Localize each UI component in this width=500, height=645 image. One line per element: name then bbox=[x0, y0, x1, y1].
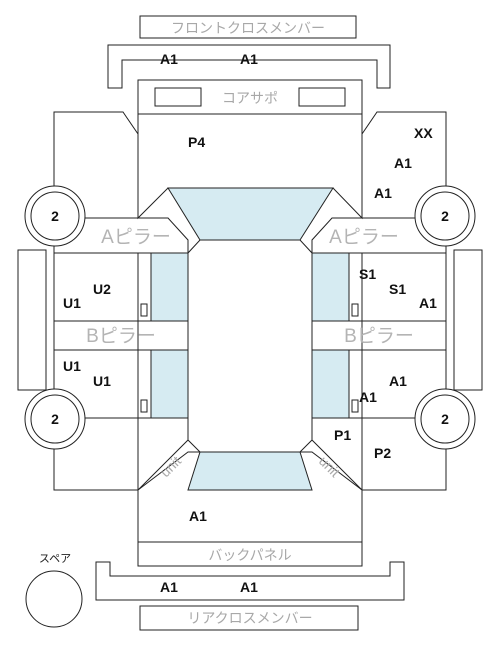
a-pillar-left-label: Aピラー bbox=[101, 227, 171, 248]
rear-left-wheel-inner bbox=[30, 394, 80, 444]
front-cross-right-code: A1 bbox=[240, 51, 258, 67]
rear-right-wheel-code: 2 bbox=[441, 411, 449, 427]
rear-cross-left-code: A1 bbox=[160, 579, 178, 595]
front-right-wheel-inner bbox=[420, 191, 470, 241]
rear-left-wheel-code: 2 bbox=[51, 411, 59, 427]
front-left-door-code-2: U1 bbox=[63, 295, 81, 311]
front-cross-left-code: A1 bbox=[160, 51, 178, 67]
rear-cross-member-label: リアクロスメンバー bbox=[187, 610, 312, 626]
rear-right-window[interactable] bbox=[311, 349, 350, 419]
spare-tire[interactable] bbox=[25, 570, 83, 628]
roof-part[interactable] bbox=[187, 239, 313, 453]
rear-right-handle bbox=[351, 399, 359, 413]
rear-window[interactable] bbox=[187, 451, 313, 491]
b-pillar-right-label: Bピラー bbox=[344, 326, 414, 347]
front-right-door-code-3: A1 bbox=[419, 295, 437, 311]
rear-left-door-code-2: U1 bbox=[93, 373, 111, 389]
front-cross-member-part[interactable] bbox=[107, 44, 391, 89]
headlight-right bbox=[298, 87, 346, 107]
rear-right-code-1: P1 bbox=[334, 427, 351, 443]
front-left-window[interactable] bbox=[150, 252, 189, 322]
headlight-left bbox=[154, 87, 202, 107]
a-pillar-right[interactable] bbox=[311, 217, 447, 254]
rear-left-door-code-1: U1 bbox=[63, 358, 81, 374]
a-pillar-left[interactable] bbox=[53, 217, 189, 254]
left-side-rail[interactable] bbox=[17, 249, 47, 391]
front-right-handle bbox=[351, 303, 359, 317]
back-panel-label: バックパネル bbox=[208, 547, 291, 563]
unit-left-label: unit bbox=[157, 453, 184, 480]
rear-cross-right-code: A1 bbox=[240, 579, 258, 595]
front-right-door-code-1: S1 bbox=[359, 266, 376, 282]
trunk-code: A1 bbox=[189, 508, 207, 524]
front-cross-member-box[interactable] bbox=[139, 15, 357, 39]
b-pillar-left-label: Bピラー bbox=[86, 326, 156, 347]
rear-right-code-2: P2 bbox=[374, 445, 391, 461]
front-right-mid-code: A1 bbox=[394, 155, 412, 171]
front-cross-member-label: フロントクロスメンバー bbox=[171, 20, 325, 36]
front-right-top-code: XX bbox=[414, 125, 433, 141]
front-right-door-code-2: S1 bbox=[389, 281, 406, 297]
front-right-low-code: A1 bbox=[374, 185, 392, 201]
back-panel-part[interactable] bbox=[137, 541, 363, 567]
rear-left-handle bbox=[140, 399, 148, 413]
core-support-label: コアサポ bbox=[222, 90, 278, 106]
spare-label: スペア bbox=[39, 553, 71, 565]
unit-right-label: unit bbox=[316, 453, 343, 480]
rear-cross-member-box[interactable] bbox=[139, 605, 359, 631]
front-right-window[interactable] bbox=[311, 252, 350, 322]
a-pillar-right-label: Aピラー bbox=[329, 227, 399, 248]
hood-code: P4 bbox=[188, 134, 205, 150]
windshield[interactable] bbox=[167, 187, 334, 241]
front-left-door-code-1: U2 bbox=[93, 281, 111, 297]
front-left-wheel-code: 2 bbox=[51, 208, 59, 224]
rear-right-door-code-2: A1 bbox=[359, 389, 377, 405]
rear-right-door-code-1: A1 bbox=[389, 373, 407, 389]
front-right-wheel-code: 2 bbox=[441, 208, 449, 224]
rear-cross-member-part[interactable] bbox=[95, 561, 405, 601]
rear-right-wheel-inner bbox=[420, 394, 470, 444]
front-left-handle bbox=[140, 303, 148, 317]
front-left-wheel-inner bbox=[30, 191, 80, 241]
rear-left-window[interactable] bbox=[150, 349, 189, 419]
right-side-rail[interactable] bbox=[453, 249, 483, 391]
